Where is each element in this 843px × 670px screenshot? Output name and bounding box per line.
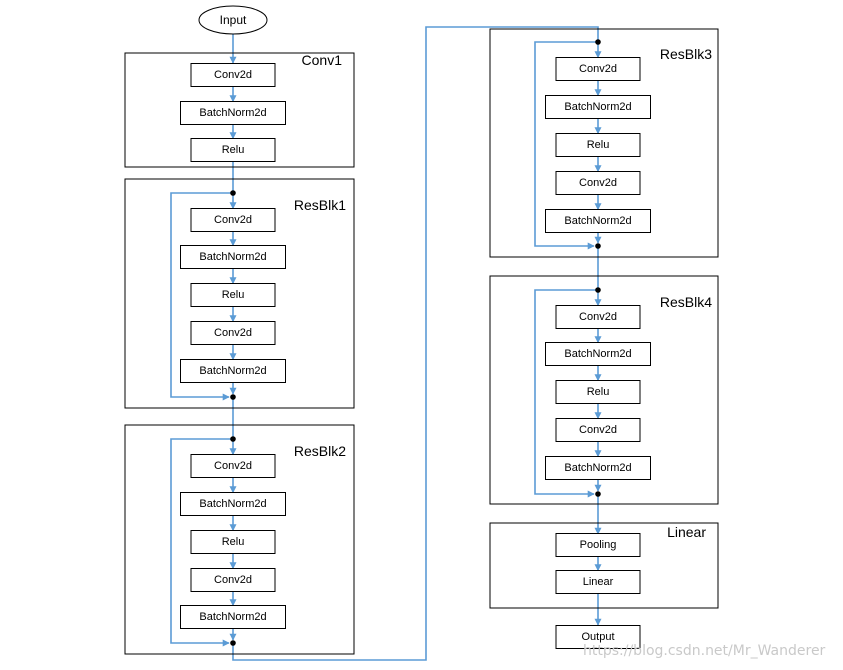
group-resblk4-layer-4-box xyxy=(555,418,641,442)
group-resblk2-layer-1-label: Conv2d xyxy=(214,460,252,472)
group-resblk2-split-dot xyxy=(230,436,236,442)
conv1-layer-2-label: BatchNorm2d xyxy=(199,107,266,119)
group-resblk3-layer-5-box xyxy=(545,209,651,233)
group-resblk3-title: ResBlk3 xyxy=(660,46,712,62)
group-resblk1-split-dot xyxy=(230,190,236,196)
group-resblk3-merge-dot xyxy=(595,243,601,249)
group-resblk2-layer-5-box xyxy=(180,605,286,629)
group-resblk2-skip xyxy=(170,438,233,647)
group-resblk4-layer-2-box xyxy=(545,342,651,366)
edge-resblk2-resblk3 xyxy=(232,26,599,661)
group-resblk3-layer-3-box xyxy=(555,133,641,157)
group-resblk1-layer-3-label: Relu xyxy=(222,289,245,301)
linear-layer-1-label: Pooling xyxy=(580,539,617,551)
conv1-layer-1-label: Conv2d xyxy=(214,69,252,81)
output-node-label: Output xyxy=(581,631,614,643)
group-resblk3-layer-2-label: BatchNorm2d xyxy=(564,101,631,113)
group-resblk2-layer-5-label: BatchNorm2d xyxy=(199,611,266,623)
group-resblk2-layer-2-box xyxy=(180,492,286,516)
group-resblk3-layer-5-label: BatchNorm2d xyxy=(564,215,631,227)
group-resblk4-layer-4-label: Conv2d xyxy=(579,424,617,436)
group-resblk2-merge-dot xyxy=(230,640,236,646)
group-linear-title: Linear xyxy=(667,524,706,540)
group-resblk1-layer-1-box xyxy=(190,208,276,232)
group-resblk1-layer-5-box xyxy=(180,359,286,383)
group-resblk4 xyxy=(489,275,719,505)
group-resblk3-skip xyxy=(534,41,598,250)
group-resblk4-split-dot xyxy=(595,287,601,293)
group-resblk1-layer-2-label: BatchNorm2d xyxy=(199,251,266,263)
input-node xyxy=(198,5,268,35)
group-resblk2 xyxy=(124,424,355,655)
group-resblk2-layer-2-label: BatchNorm2d xyxy=(199,498,266,510)
group-resblk1-layer-3-box xyxy=(190,283,276,307)
connection-lines xyxy=(170,26,602,661)
group-resblk3-layer-1-box xyxy=(555,57,641,81)
group-resblk2-layer-3-label: Relu xyxy=(222,536,245,548)
group-resblk1-layer-1-label: Conv2d xyxy=(214,214,252,226)
group-resblk4-title: ResBlk4 xyxy=(660,294,712,310)
group-resblk4-layer-1-label: Conv2d xyxy=(579,311,617,323)
group-resblk1-layer-4-box xyxy=(190,321,276,345)
group-resblk4-layer-3-box xyxy=(555,380,641,404)
linear-layer-2-label: Linear xyxy=(583,576,614,588)
group-resblk1 xyxy=(124,178,355,409)
group-resblk1-layer-4-label: Conv2d xyxy=(214,327,252,339)
group-resblk3-layer-1-label: Conv2d xyxy=(579,63,617,75)
linear-layer-1-box xyxy=(555,533,641,557)
group-resblk2-layer-3-box xyxy=(190,530,276,554)
conv1-layer-1-box xyxy=(190,63,276,87)
group-resblk4-layer-1-box xyxy=(555,305,641,329)
conv1-layer-3-box xyxy=(190,138,276,162)
group-conv1 xyxy=(124,52,355,168)
group-resblk3-split-dot xyxy=(595,39,601,45)
group-resblk1-title: ResBlk1 xyxy=(294,197,346,213)
group-resblk3-layer-4-label: Conv2d xyxy=(579,177,617,189)
group-resblk2-layer-4-box xyxy=(190,568,276,592)
conv1-layer-2-box xyxy=(180,101,286,125)
group-resblk3-layer-2-box xyxy=(545,95,651,119)
group-resblk4-layer-3-label: Relu xyxy=(587,386,610,398)
diagram-nodes: InputConv1Conv2dBatchNorm2dReluResBlk1Co… xyxy=(124,5,719,655)
conv1-layer-3-label: Relu xyxy=(222,144,245,156)
group-resblk1-merge-dot xyxy=(230,394,236,400)
group-resblk1-skip xyxy=(170,192,233,401)
group-resblk3-layer-3-label: Relu xyxy=(587,139,610,151)
group-resblk4-layer-2-label: BatchNorm2d xyxy=(564,348,631,360)
group-resblk4-layer-5-label: BatchNorm2d xyxy=(564,462,631,474)
group-resblk3 xyxy=(489,28,719,258)
group-resblk4-layer-5-box xyxy=(545,456,651,480)
group-conv1-title: Conv1 xyxy=(302,52,343,68)
group-resblk2-title: ResBlk2 xyxy=(294,443,346,459)
group-resblk4-merge-dot xyxy=(595,491,601,497)
group-resblk4-skip xyxy=(534,289,598,498)
group-resblk2-layer-1-box xyxy=(190,454,276,478)
group-linear xyxy=(489,522,719,609)
output-node-box xyxy=(555,625,641,649)
group-resblk1-layer-2-box xyxy=(180,245,286,269)
group-resblk3-layer-4-box xyxy=(555,171,641,195)
watermark: https://blog.csdn.net/Mr_Wanderer xyxy=(583,643,826,659)
group-resblk2-layer-4-label: Conv2d xyxy=(214,574,252,586)
linear-layer-2-box xyxy=(555,570,641,594)
group-resblk1-layer-5-label: BatchNorm2d xyxy=(199,365,266,377)
input-label: Input xyxy=(220,13,247,27)
